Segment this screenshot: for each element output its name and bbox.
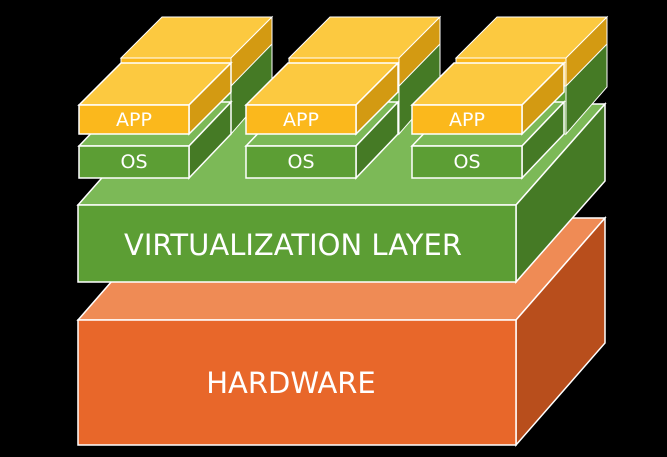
os-front-face-1 [78,145,190,179]
hardware-front-face [77,319,517,446]
virtualization-front-face [77,204,517,283]
app-front-face-3 [411,104,523,135]
app-label-3: APP [449,109,485,131]
vm-stack-2: OS APP [244,61,400,180]
os-front-face-2 [245,145,357,179]
virtualization-label: VIRTUALIZATION LAYER [124,228,462,262]
hardware-label: HARDWARE [206,366,376,400]
app-label-2: APP [283,109,319,131]
os-label-2: OS [287,151,314,173]
os-label-3: OS [453,151,480,173]
vm-stack-1: OS APP [77,61,233,180]
app-front-face-2 [245,104,357,135]
os-label-1: OS [120,151,147,173]
os-front-face-3 [411,145,523,179]
app-label-1: APP [116,109,152,131]
app-front-face-1 [78,104,190,135]
vm-stack-3: OS APP [410,61,566,180]
